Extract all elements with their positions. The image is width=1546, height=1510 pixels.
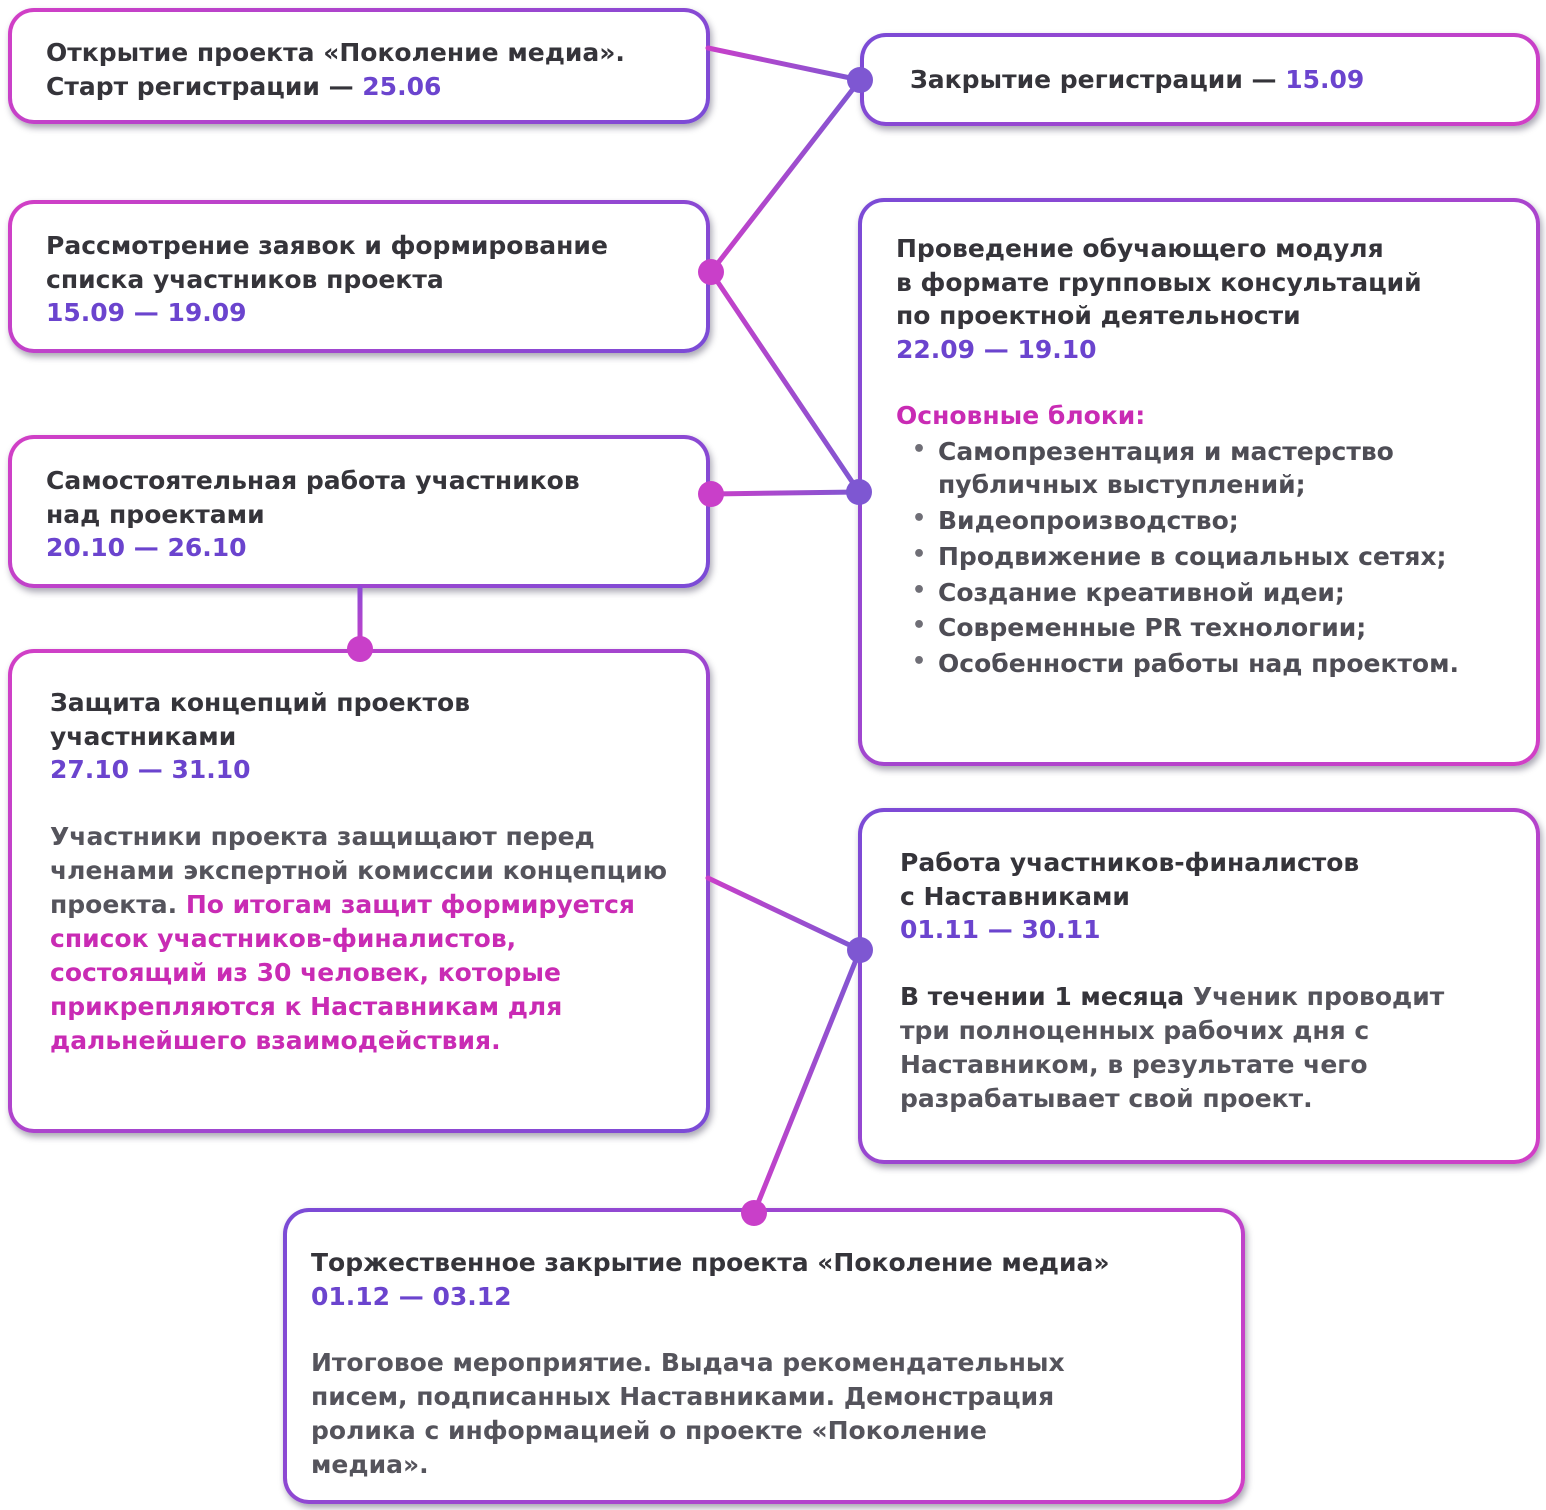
connector-line-close-to-review [708,77,863,275]
box-body: В течении 1 месяца Ученик проводит три п… [900,980,1498,1116]
title-text: Закрытие регистрации — [910,64,1286,94]
date-range: 22.09 — 19.10 [896,334,1097,364]
title-line: Защита концепций проектов [50,688,471,717]
timeline-box-review: Рассмотрение заявок и формирование списк… [8,200,710,353]
timeline-box-closing: Торжественное закрытие проекта «Поколени… [283,1208,1245,1504]
box-title: Торжественное закрытие проекта «Поколени… [311,1246,1217,1313]
title-line: участниками [50,721,237,751]
date-value: 15.09 [1285,64,1365,94]
body-accent-text: По итогам защит формируется список участ… [50,889,635,1055]
box-title: Защита концепций проектов участниками 27… [50,686,668,787]
timeline-box-opening: Открытие проекта «Поколение медиа». Стар… [8,8,710,124]
title-line: Торжественное закрытие проекта «Поколени… [311,1248,1110,1277]
title-line: Открытие проекта «Поколение медиа». [46,38,625,67]
connector-line-defense-to-mentors [705,875,863,953]
list-item: Продвижение в социальных сетях; [896,540,1502,574]
title-line: в формате групповых консультаций [896,267,1422,297]
blocks-heading: Основные блоки: [896,401,1146,430]
body-text: Участники проекта защищают перед членами… [50,821,668,919]
box-title: Открытие проекта «Поколение медиа». Стар… [46,36,672,103]
list-item-text: Создание креативной идеи; [938,577,1345,607]
box-body: Итоговое мероприятие. Выдача рекомендате… [311,1348,1065,1479]
training-blocks-list: Самопрезентация и мастерство публичных в… [896,435,1502,681]
list-item: Особенности работы над проектом. [896,647,1502,681]
date-value: 25.06 [362,71,442,101]
body-bold-text: В течении 1 месяца [900,981,1193,1011]
list-item: Создание креативной идеи; [896,576,1502,610]
timeline-box-training: Проведение обучающего модуля в формате г… [858,198,1540,766]
timeline-box-mentors: Работа участников-финалистов с Наставник… [858,808,1540,1164]
date-range: 15.09 — 19.09 [46,298,247,327]
list-item-text: Современные PR технологии; [938,613,1367,643]
title-line: по проектной деятельности [896,301,1301,330]
title-line: Рассмотрение заявок и формирование [46,231,608,260]
title-text: Старт регистрации — [46,71,363,101]
list-item-text: Видеопроизводство; [938,506,1239,535]
title-line: над проектами [46,499,265,529]
date-range: 01.12 — 03.12 [311,1281,512,1311]
timeline-box-independent-work: Самостоятельная работа участников над пр… [8,435,710,588]
title-line: списка участников проекта [46,264,444,294]
box-title: Рассмотрение заявок и формирование списк… [46,229,672,330]
title-line: Проведение обучающего модуля [896,234,1384,263]
box-title: Самостоятельная работа участников над пр… [46,464,672,565]
date-range: 27.10 — 31.10 [50,755,251,784]
connector-line-mentors-to-closing [751,947,863,1216]
box-body: Участники проекта защищают перед членами… [50,820,668,1058]
connector-line-review-to-training [708,269,862,495]
timeline-box-registration-close: Закрытие регистрации — 15.09 [860,33,1540,126]
list-item-text: Продвижение в социальных сетях; [938,541,1447,571]
title-line: Самостоятельная работа участников [46,466,580,495]
box-title: Закрытие регистрации — 15.09 [910,63,1364,97]
body-text: Ученик проводит три полноценных рабочих … [900,981,1445,1113]
timeline-box-defense: Защита концепций проектов участниками 27… [8,649,710,1133]
list-item: Современные PR технологии; [896,611,1502,645]
connector-line-independent-to-training [708,489,862,497]
title-line: с Наставниками [900,881,1130,911]
list-item: Самопрезентация и мастерство публичных в… [896,435,1502,503]
date-range: 20.10 — 26.10 [46,533,247,562]
list-item-text: Особенности работы над проектом. [938,649,1460,678]
date-range: 01.11 — 30.11 [900,915,1101,944]
title-line: Работа участников-финалистов [900,848,1360,877]
list-item: Видеопроизводство; [896,504,1502,538]
list-item-text: Самопрезентация и мастерство публичных в… [938,436,1394,500]
box-title: Проведение обучающего модуля в формате г… [896,232,1502,366]
box-title: Работа участников-финалистов с Наставник… [900,846,1498,947]
title-line: Старт регистрации — 25.06 [46,70,672,104]
connector-line-opening-to-close [705,45,863,83]
